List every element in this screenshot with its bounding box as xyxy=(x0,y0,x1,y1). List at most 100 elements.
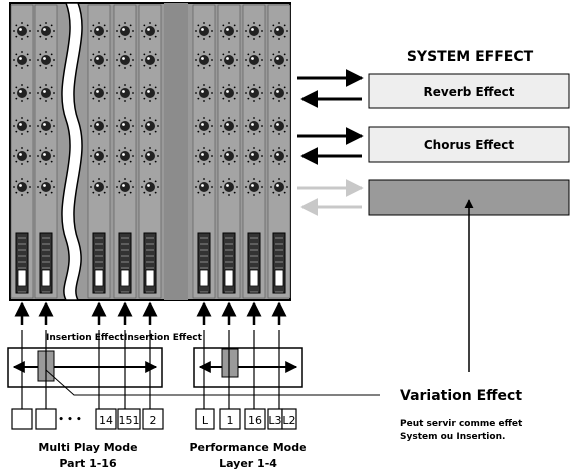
knob[interactable] xyxy=(270,84,288,102)
performance-subtitle: Layer 1-4 xyxy=(219,457,277,470)
knob[interactable] xyxy=(270,178,288,196)
chorus-effect-label: Chorus Effect xyxy=(424,138,515,152)
knob[interactable] xyxy=(90,147,108,165)
knob[interactable] xyxy=(116,51,134,69)
variation-note-line1: Peut servir comme effet xyxy=(400,419,523,429)
knob[interactable] xyxy=(13,84,31,102)
knob[interactable] xyxy=(245,117,263,135)
knob[interactable] xyxy=(195,117,213,135)
knob[interactable] xyxy=(90,51,108,69)
performance-layer-box[interactable]: L3 xyxy=(267,408,283,430)
multi-part-box[interactable] xyxy=(11,408,33,430)
knob[interactable] xyxy=(90,84,108,102)
insertion-effect-label-2: Insertion Effect xyxy=(124,333,203,343)
knob[interactable] xyxy=(220,22,238,40)
variation-note-line2: System ou Insertion. xyxy=(400,432,505,442)
fader[interactable] xyxy=(197,232,211,294)
channel-strip xyxy=(87,4,111,299)
knob[interactable] xyxy=(245,84,263,102)
knob[interactable] xyxy=(13,178,31,196)
knob[interactable] xyxy=(270,51,288,69)
performance-layer-box-label: 16 xyxy=(248,414,262,427)
knob[interactable] xyxy=(220,117,238,135)
knob[interactable] xyxy=(220,147,238,165)
knob[interactable] xyxy=(270,147,288,165)
knob[interactable] xyxy=(37,178,55,196)
performance-layer-box[interactable]: L2 xyxy=(281,408,297,430)
knob[interactable] xyxy=(220,84,238,102)
multi-part-box[interactable] xyxy=(35,408,57,430)
variation-callout-line xyxy=(45,369,380,396)
knob[interactable] xyxy=(13,22,31,40)
channel-strip xyxy=(192,4,216,299)
fader[interactable] xyxy=(222,232,236,294)
multi-part-box-label: 151 xyxy=(119,414,140,427)
fader[interactable] xyxy=(118,232,132,294)
multi-part-box[interactable]: 2 xyxy=(142,408,164,430)
performance-layer-box-label: L3 xyxy=(268,414,281,427)
performance-title: Performance Mode xyxy=(189,441,306,454)
knob[interactable] xyxy=(37,51,55,69)
system-effect-title: SYSTEM EFFECT xyxy=(407,49,534,65)
multi-part-box[interactable]: 151 xyxy=(117,408,141,430)
knob[interactable] xyxy=(245,147,263,165)
knob[interactable] xyxy=(220,178,238,196)
performance-layer-box[interactable]: 1 xyxy=(219,408,241,430)
knob[interactable] xyxy=(195,147,213,165)
fader[interactable] xyxy=(143,232,157,294)
knob[interactable] xyxy=(13,51,31,69)
performance-insertion-bar[interactable] xyxy=(193,347,303,388)
knob[interactable] xyxy=(245,22,263,40)
knob[interactable] xyxy=(116,22,134,40)
knob[interactable] xyxy=(13,147,31,165)
knob[interactable] xyxy=(270,117,288,135)
knob[interactable] xyxy=(37,22,55,40)
knob[interactable] xyxy=(141,51,159,69)
performance-layer-box[interactable]: L xyxy=(195,408,215,430)
knob[interactable] xyxy=(141,117,159,135)
fader[interactable] xyxy=(272,232,286,294)
knob[interactable] xyxy=(90,22,108,40)
performance-layer-box[interactable]: 16 xyxy=(244,408,266,430)
knob[interactable] xyxy=(37,117,55,135)
knob[interactable] xyxy=(270,22,288,40)
reverb-effect-box[interactable]: Reverb Effect xyxy=(368,73,570,109)
multi-insertion-bar[interactable] xyxy=(7,347,163,388)
performance-insertion-slider[interactable] xyxy=(221,348,239,378)
fader[interactable] xyxy=(92,232,106,294)
knob[interactable] xyxy=(37,84,55,102)
knob[interactable] xyxy=(90,178,108,196)
knob[interactable] xyxy=(116,84,134,102)
knob[interactable] xyxy=(220,51,238,69)
knob[interactable] xyxy=(116,117,134,135)
performance-layer-box-label: 1 xyxy=(227,414,234,427)
fader[interactable] xyxy=(39,232,53,294)
fader[interactable] xyxy=(15,232,29,294)
knob[interactable] xyxy=(195,178,213,196)
knob[interactable] xyxy=(245,178,263,196)
knob[interactable] xyxy=(195,84,213,102)
mixer-panel xyxy=(9,2,291,301)
channel-strip xyxy=(267,4,291,299)
knob[interactable] xyxy=(195,22,213,40)
knob[interactable] xyxy=(116,178,134,196)
reverb-effect-label: Reverb Effect xyxy=(424,85,515,99)
knob[interactable] xyxy=(116,147,134,165)
performance-layer-box-label: L2 xyxy=(282,414,295,427)
multi-part-box[interactable]: 14 xyxy=(95,408,117,430)
knob[interactable] xyxy=(141,84,159,102)
channel-strip xyxy=(10,4,34,299)
fader[interactable] xyxy=(247,232,261,294)
knob[interactable] xyxy=(13,117,31,135)
knob[interactable] xyxy=(37,147,55,165)
knob[interactable] xyxy=(141,22,159,40)
channel-strip xyxy=(242,4,266,299)
knob[interactable] xyxy=(245,51,263,69)
multi-part-box-label: 2 xyxy=(150,414,157,427)
knob[interactable] xyxy=(195,51,213,69)
knob[interactable] xyxy=(141,178,159,196)
knob[interactable] xyxy=(141,147,159,165)
insertion-effect-label-1: Insertion Effect xyxy=(46,333,125,343)
knob[interactable] xyxy=(90,117,108,135)
chorus-effect-box[interactable]: Chorus Effect xyxy=(368,126,570,163)
